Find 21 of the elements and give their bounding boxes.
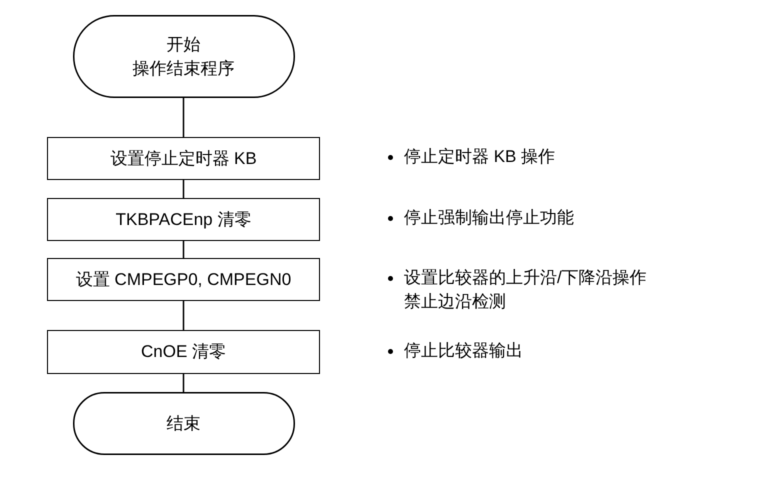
process-box: [47, 330, 320, 374]
terminal-shape: [72, 392, 294, 455]
node-text: 结束: [166, 412, 200, 434]
process-box: [47, 137, 320, 180]
note-text: 停止强制输出停止功能: [404, 207, 575, 229]
note-text: 设置比较器的上升沿/下降沿操作禁止边沿检测: [404, 267, 648, 313]
node-text: CnOE 清零: [140, 341, 226, 363]
note-text: 停止比较器输出: [404, 340, 524, 362]
process-box: [47, 198, 320, 241]
connector-line: [182, 241, 184, 258]
connector-line: [182, 98, 184, 137]
connector-line: [182, 180, 184, 198]
connector-line: [182, 301, 184, 330]
note-text: 停止定时器 KB 操作: [404, 146, 556, 168]
process-box: [47, 258, 320, 301]
node-text: 开始: [166, 34, 200, 56]
node-text: TKBPACEnp 清零: [116, 208, 252, 230]
node-text: 设置停止定时器 KB: [110, 148, 257, 170]
node-text: 设置 CMPEGP0, CMPEGN0: [76, 268, 292, 290]
connector-line: [182, 374, 184, 392]
node-text: 操作结束程序: [132, 58, 234, 80]
